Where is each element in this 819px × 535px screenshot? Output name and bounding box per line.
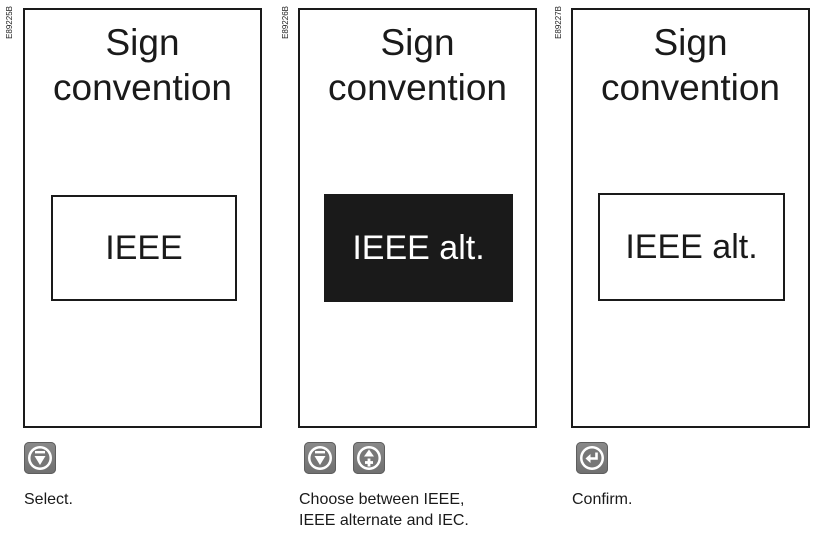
screen-title: Sign convention — [573, 20, 808, 110]
setting-value-box-selected: IEEE alt. — [324, 194, 513, 302]
display-screen: Sign convention IEEE alt. — [298, 8, 537, 428]
screen-title-line1: Sign — [105, 22, 180, 63]
step-caption: Confirm. — [572, 489, 632, 510]
display-screen: Sign convention IEEE alt. — [571, 8, 810, 428]
figure-reference-code: E89226B — [281, 6, 290, 39]
figure-reference-code: E89227B — [554, 6, 563, 39]
up-down-arrow-key-icon[interactable] — [353, 442, 385, 474]
caption-line1: Confirm. — [572, 491, 633, 508]
screen-title-line2: convention — [328, 67, 507, 108]
screen-title: Sign convention — [300, 20, 535, 110]
screen-title: Sign convention — [25, 20, 260, 110]
step-caption: Choose between IEEE, IEEE alternate and … — [299, 489, 469, 531]
down-arrow-key-icon[interactable] — [304, 442, 336, 474]
setting-value-box: IEEE alt. — [598, 193, 785, 301]
screen-title-line1: Sign — [653, 22, 728, 63]
setting-value-box: IEEE — [51, 195, 237, 301]
caption-line1: Choose between IEEE, — [299, 491, 465, 508]
figure-reference-code: E89225B — [5, 6, 14, 39]
caption-line2: IEEE alternate and IEC. — [299, 512, 469, 529]
step-caption: Select. — [24, 489, 73, 510]
screen-title-line1: Sign — [380, 22, 455, 63]
screen-title-line2: convention — [53, 67, 232, 108]
caption-line1: Select. — [24, 491, 73, 508]
enter-key-icon[interactable] — [576, 442, 608, 474]
down-arrow-key-icon[interactable] — [24, 442, 56, 474]
display-screen: Sign convention IEEE — [23, 8, 262, 428]
screen-title-line2: convention — [601, 67, 780, 108]
